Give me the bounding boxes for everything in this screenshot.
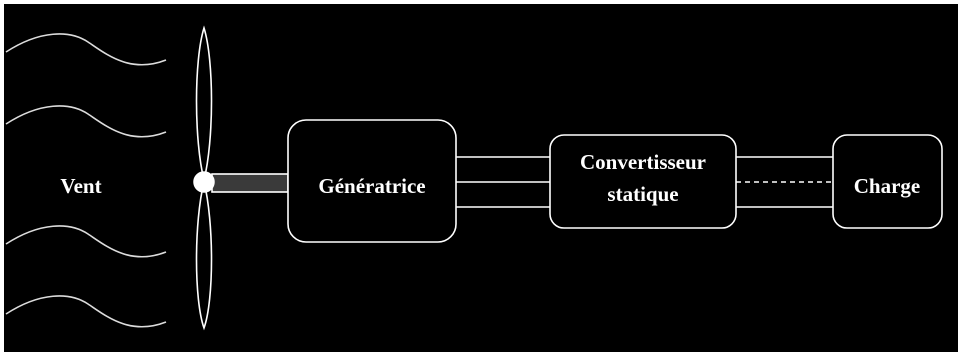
wind-wave-2 [5,105,167,138]
turbine-blades [195,25,213,331]
blade-lower [195,181,213,331]
blade-upper [195,25,213,181]
wind-waves [5,33,167,328]
diagram-background [4,4,958,352]
wind-label: Vent [60,174,101,198]
turbine-hub [193,171,215,193]
generator-block [287,119,457,243]
wind-wave-1 [5,33,167,66]
load-label: Charge [854,174,921,198]
phase-lines-gen-conv [456,156,550,208]
lines-conv-load [736,156,833,208]
wind-wave-4 [5,295,167,328]
turbine-shaft [211,173,289,193]
wind-wave-3 [5,225,167,258]
converter-label-line1: Convertisseur [580,150,706,174]
converter-label-line2: statique [607,182,678,206]
load-block [832,134,943,229]
generator-label: Génératrice [318,174,425,198]
